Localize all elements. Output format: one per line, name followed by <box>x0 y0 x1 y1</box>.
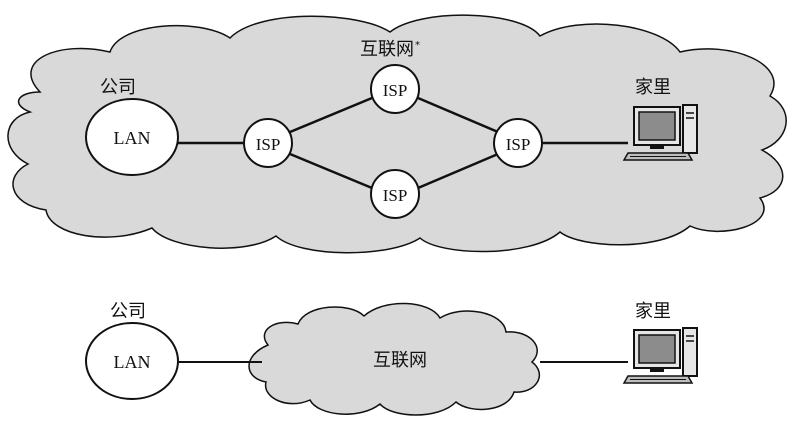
internet-cloud-large <box>7 14 787 254</box>
bottom-diagram: LAN 公司 互联网 家里 <box>85 301 698 416</box>
link-top-isp-right <box>417 96 499 134</box>
home-label: 家里 <box>635 77 671 98</box>
lan-label: LAN <box>114 128 151 148</box>
isp-node-top: ISP <box>370 64 420 114</box>
internet-label: 互联网 <box>360 39 414 60</box>
internet-mark: * <box>415 40 420 51</box>
isp-label: ISP <box>256 135 281 154</box>
link-isp-isp-bottom <box>289 152 373 190</box>
isp-node-left: ISP <box>243 118 293 168</box>
lan-node-bottom: LAN <box>85 322 179 400</box>
lan-node: LAN <box>85 98 179 176</box>
company-label: 公司 <box>100 77 136 98</box>
internet-cloud-small <box>248 302 541 416</box>
isp-label: ISP <box>506 135 531 154</box>
isp-label: ISP <box>383 186 408 205</box>
home-label-bottom: 家里 <box>635 301 671 322</box>
isp-label: ISP <box>383 81 408 100</box>
lan-label-bottom: LAN <box>114 352 151 372</box>
link-bottom-isp-right <box>417 152 499 190</box>
top-diagram: LAN 公司 ISP ISP ISP ISP 互联网 * 家里 <box>7 14 787 254</box>
internet-label-bottom: 互联网 <box>373 350 427 371</box>
isp-node-bottom: ISP <box>370 169 420 219</box>
home-computer-icon-bottom <box>623 327 698 384</box>
isp-node-right: ISP <box>493 118 543 168</box>
link-isp-isp-top <box>289 96 373 134</box>
company-label-bottom: 公司 <box>110 301 146 322</box>
